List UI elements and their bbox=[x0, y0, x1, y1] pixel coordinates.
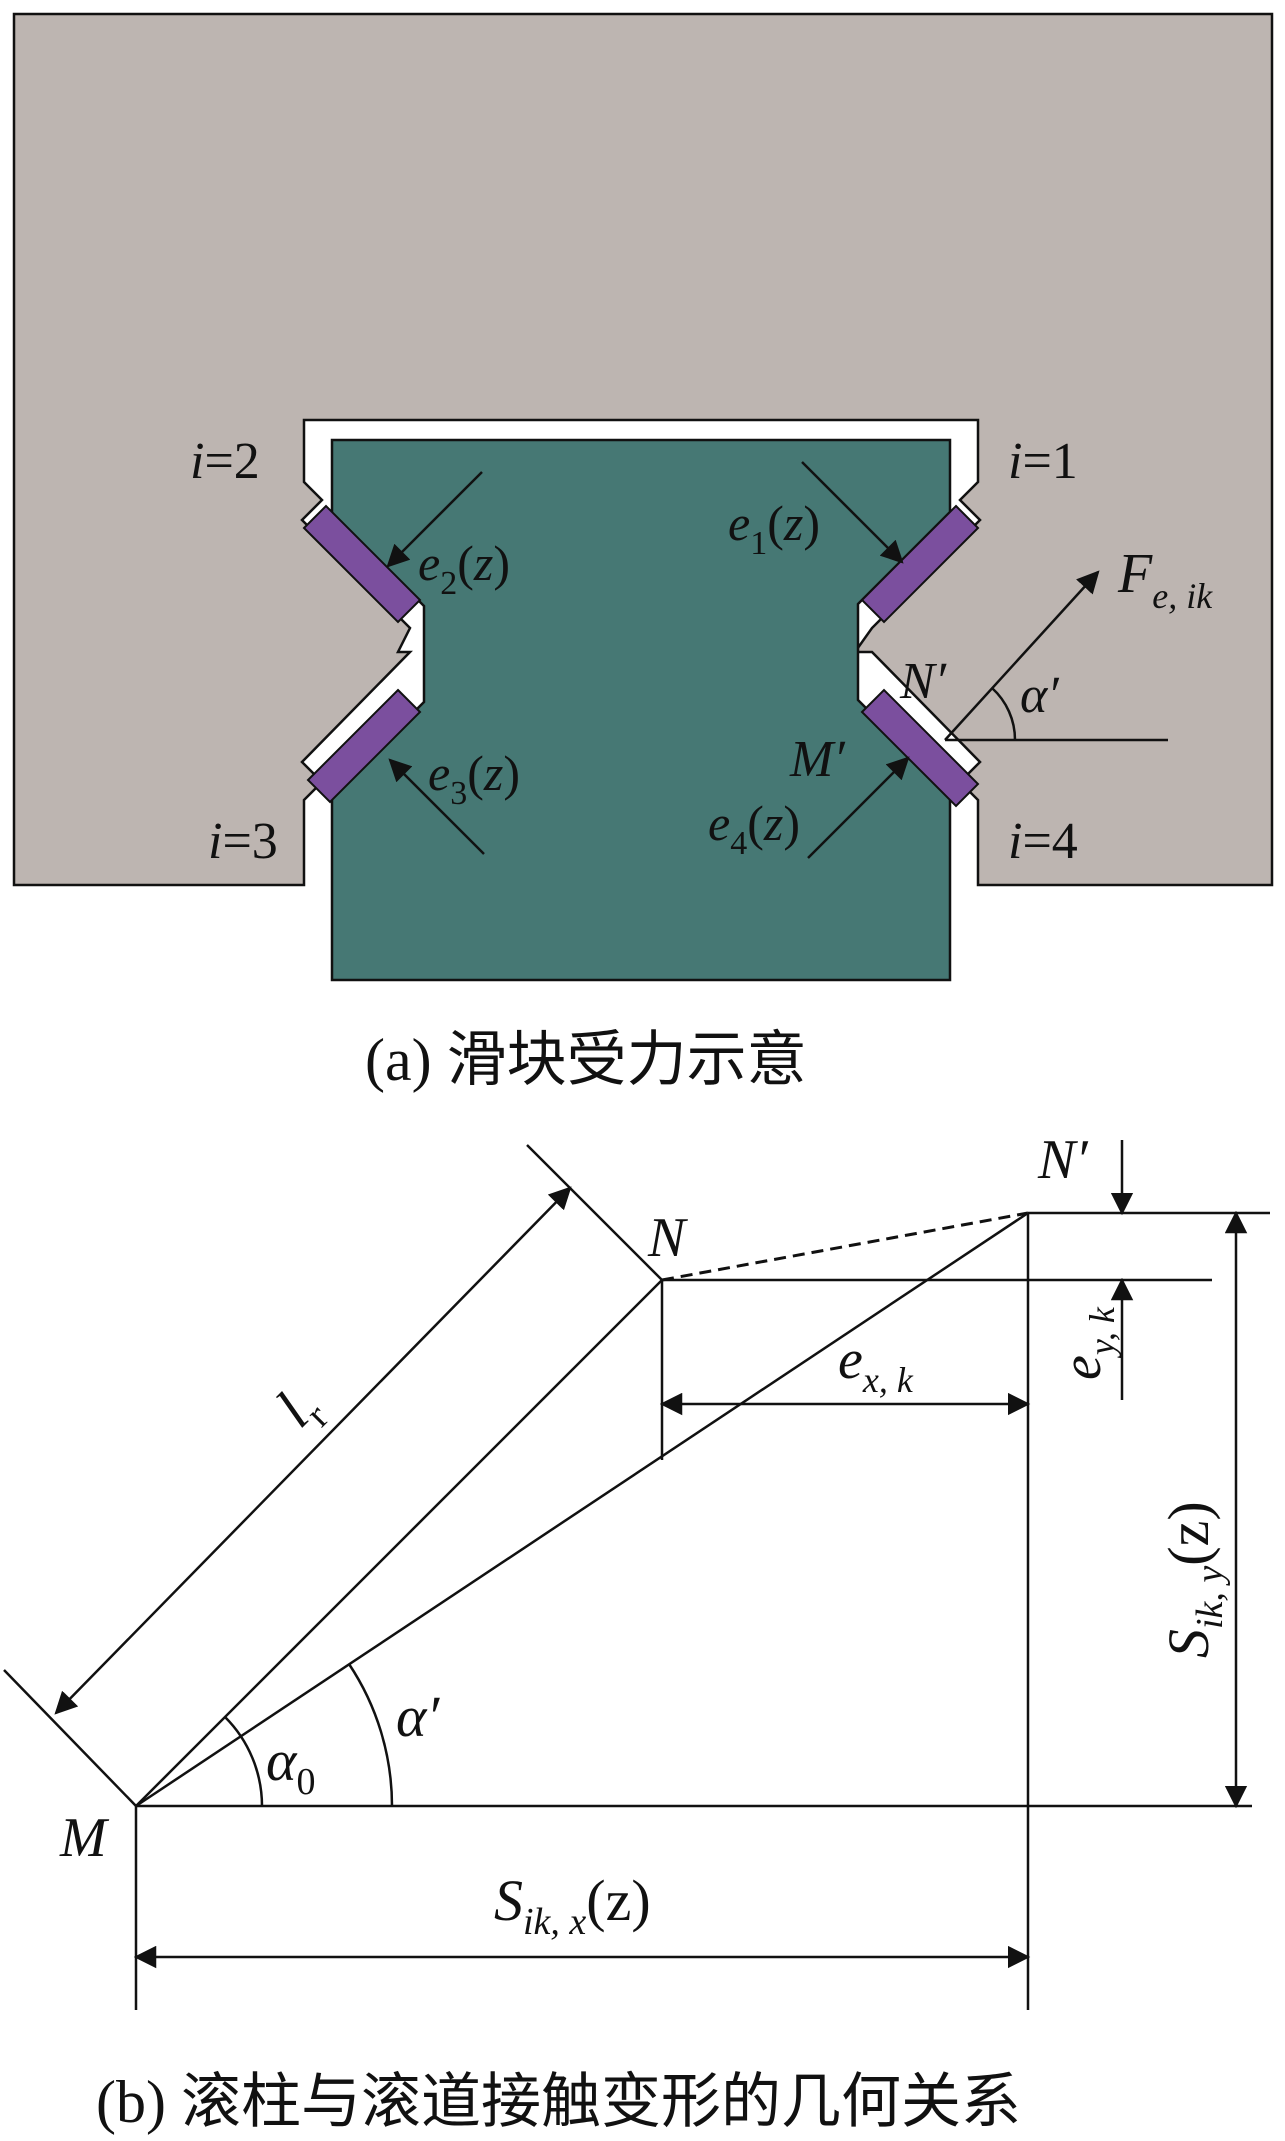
caption-b: (b) 滚柱与滚道接触变形的几何关系 bbox=[96, 2069, 1021, 2135]
label-e1: e1(z) bbox=[728, 495, 820, 562]
label-i1: i=1 bbox=[1008, 433, 1078, 490]
force-arrow bbox=[944, 570, 1100, 741]
label-lr: lr bbox=[263, 1373, 337, 1447]
panel-b bbox=[3, 1140, 1270, 2010]
arrow-e3 bbox=[388, 758, 485, 855]
label-m-prime-a: M′ bbox=[789, 731, 846, 788]
label-e3: e3(z) bbox=[428, 745, 520, 812]
label-i3: i=3 bbox=[208, 813, 278, 870]
left-cap-line bbox=[3, 1669, 137, 1807]
caption-a: (a) 滑块受力示意 bbox=[365, 1027, 807, 1093]
label-n-prime-a: N′ bbox=[899, 653, 948, 710]
alpha-prime-arc bbox=[991, 687, 1017, 741]
label-ex: ex, k bbox=[838, 1329, 914, 1400]
label-alpha-prime-b: α′ bbox=[396, 1684, 440, 1749]
slider-block bbox=[330, 438, 952, 982]
label-sy: Sik, y(z) bbox=[1156, 1501, 1231, 1658]
label-alpha0: α0 bbox=[266, 1728, 315, 1803]
label-e2: e2(z) bbox=[418, 535, 510, 602]
n-nprime-dashed bbox=[661, 1211, 1029, 1282]
arrow-e1 bbox=[801, 461, 904, 564]
arrow-e4 bbox=[807, 756, 910, 859]
label-alpha-prime-a: α′ bbox=[1020, 667, 1060, 724]
roller-3 bbox=[306, 688, 422, 804]
line-m-nprime bbox=[135, 1211, 1029, 1808]
label-n: N bbox=[647, 1207, 688, 1269]
roller-4 bbox=[860, 688, 980, 808]
label-i4: i=4 bbox=[1008, 813, 1078, 870]
dim-lr bbox=[54, 1186, 572, 1715]
label-i2: i=2 bbox=[190, 433, 260, 490]
label-e4: e4(z) bbox=[708, 795, 800, 862]
roller-1 bbox=[860, 504, 980, 624]
arrow-e2 bbox=[386, 471, 483, 568]
top-cap-line bbox=[526, 1144, 663, 1281]
label-m: M bbox=[59, 1807, 110, 1869]
roller-2 bbox=[302, 504, 422, 624]
panel-a: i=2 i=1 i=3 i=4 e2(z) e3(z) e1(z) e4(z) … bbox=[12, 12, 1274, 1093]
label-force: Fe, ik bbox=[1117, 543, 1213, 616]
panel-b-labels: N′ N M lr ex, k ey, k Sik, y(z) Sik, x(z… bbox=[59, 1129, 1231, 2135]
alpha0-arc bbox=[224, 1716, 264, 1807]
alpha-prime-arc-b bbox=[347, 1663, 394, 1807]
label-sx: Sik, x(z) bbox=[494, 1868, 651, 1943]
label-ey: ey, k bbox=[1051, 1306, 1122, 1380]
label-n-prime-b: N′ bbox=[1037, 1129, 1088, 1191]
